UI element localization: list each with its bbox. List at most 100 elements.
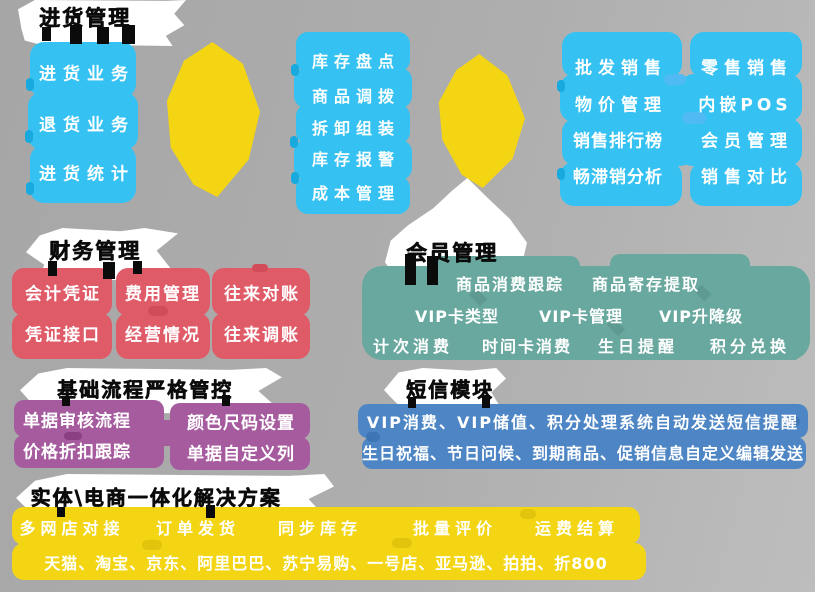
feature-label: 进货业务 [39, 64, 135, 85]
member-blob-bump [545, 348, 665, 360]
ink-drip [122, 25, 135, 44]
feature-label: 凭证接口 [25, 325, 101, 346]
blob-accent [392, 538, 412, 548]
process-blob-cell [170, 403, 310, 439]
sms-blob-segment [358, 404, 808, 438]
feature-label: 颜色尺码设置 [187, 413, 295, 434]
ink-drip [133, 261, 142, 274]
ink-drip [408, 397, 416, 408]
feature-label: 成本管理 [311, 184, 401, 203]
inventory-blob-segment [296, 104, 410, 144]
sales-blob-segment [678, 118, 802, 166]
diamond-icon [166, 42, 260, 197]
feature-label: 单据审核流程 [23, 411, 131, 432]
blob-notch [26, 182, 34, 195]
blob-notch [26, 78, 34, 91]
purchase-blob-segment [30, 145, 136, 203]
process-blob-bridge [152, 420, 182, 446]
finance-blob-cell [116, 313, 210, 359]
inventory-blob-segment [294, 140, 412, 180]
feature-label: 零售销售 [701, 58, 793, 79]
sms-title: 短信模块 [406, 377, 494, 402]
blob-highlight [682, 112, 706, 124]
finance-blob-cell [12, 268, 112, 316]
feature-label: 畅滞销分析 [573, 167, 663, 188]
ink-drip [405, 254, 416, 285]
member-title: 会员管理 [406, 241, 498, 265]
feature-label: VIP卡类型 [414, 307, 500, 326]
feature-label: 拆卸组装 [311, 119, 401, 138]
feature-label: VIP升降级 [658, 307, 744, 326]
member-blob-bump [430, 256, 580, 280]
ink-drip [48, 261, 57, 276]
ink-drip [482, 395, 490, 408]
blob-highlight [664, 74, 686, 85]
feature-label: 库存盘点 [311, 52, 401, 71]
sales-blob-segment [690, 32, 802, 78]
feature-label: 往来对账 [224, 284, 300, 305]
member-blob-bump [610, 254, 750, 278]
feature-label: 往来调账 [224, 325, 300, 346]
ink-drip [103, 262, 115, 279]
blob-notch [557, 80, 565, 92]
finance-blob-cell [212, 268, 310, 316]
blob-notch [557, 168, 565, 180]
inventory-blob-segment [296, 32, 410, 72]
ink-drip [206, 505, 215, 518]
feature-label: 价格折扣跟踪 [23, 442, 131, 463]
feature-label: VIP卡管理 [538, 307, 624, 326]
sales-blob-segment [562, 32, 682, 78]
ink-drip [57, 507, 65, 517]
feature-label: 订单发货 [155, 519, 241, 538]
member-blob-bump [390, 348, 490, 360]
feature-label: 进货统计 [39, 164, 135, 185]
blob-notch [291, 64, 299, 76]
platform-list: 天猫、淘宝、京东、阿里巴巴、苏宁易购、一号店、亚马逊、拍拍、折800 [44, 554, 608, 573]
feature-label: 批发销售 [575, 58, 667, 79]
ecommerce-blob-segment [12, 543, 646, 580]
blob-accent [64, 432, 82, 440]
feature-label: 计次消费 [372, 337, 454, 356]
feature-label: 商品调拨 [311, 87, 401, 106]
blob-notch [290, 136, 298, 148]
ink-drip [62, 397, 70, 406]
feature-label: 内嵌POS [698, 95, 792, 116]
feature-label: 时间卡消费 [481, 337, 573, 356]
feature-label: 商品寄存提取 [591, 275, 701, 294]
feature-label: 销售排行榜 [573, 131, 663, 152]
feature-label: 批量评价 [412, 519, 498, 538]
ink-drip [222, 395, 230, 406]
feature-label: 积分兑换 [709, 337, 791, 356]
feature-label: 销售对比 [701, 167, 793, 188]
sales-blob-segment [560, 162, 682, 206]
feature-label: 物价管理 [575, 95, 667, 116]
purchase-title: 进货管理 [39, 6, 131, 30]
ink-drip [427, 256, 438, 285]
blob-accent [252, 264, 268, 272]
process-title: 基础流程严格管控 [57, 377, 233, 402]
member-blob-bump [690, 346, 800, 360]
feature-label: 商品消费跟踪 [455, 275, 565, 294]
diamond-icon [438, 54, 525, 188]
purchase-blob-segment [28, 92, 138, 150]
ink-drip [42, 27, 51, 41]
blob-accent [366, 432, 380, 442]
feature-label: 同步库存 [277, 519, 363, 538]
sales-blob-segment [562, 118, 694, 166]
ink-drip [97, 27, 109, 44]
process-blob-cell [14, 400, 164, 437]
sms-blob-segment [362, 437, 806, 469]
sales-blob-segment [690, 162, 802, 206]
process-blob-cell [170, 437, 310, 470]
blob-notch [291, 172, 299, 184]
feature-label: 费用管理 [125, 284, 201, 305]
feature-label: 运费结算 [534, 519, 620, 538]
blob-accent [148, 306, 168, 316]
feature-label: 库存报警 [311, 150, 401, 169]
purchase-blob-segment [30, 42, 136, 98]
process-blob-cell [14, 435, 164, 468]
blob-accent [788, 416, 800, 426]
feature-label: 会计凭证 [25, 284, 101, 305]
finance-blob-cell [212, 313, 310, 359]
feature-label: 单据自定义列 [187, 444, 295, 465]
